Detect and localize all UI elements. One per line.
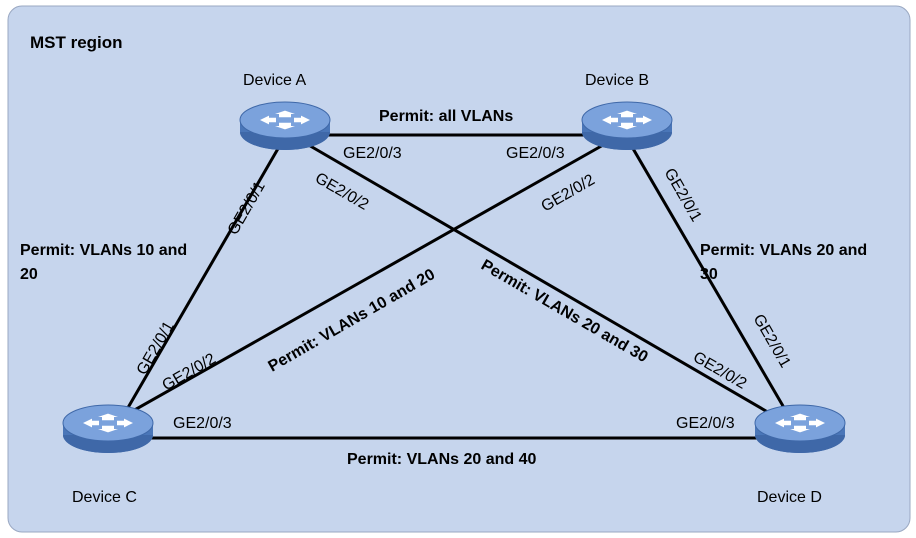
device-a-label: Device A (243, 72, 306, 89)
switch-icon (581, 101, 673, 150)
link-c-d-port-c: GE2/0/3 (173, 415, 232, 432)
link-a-c-permit-line1: Permit: VLANs 10 and (20, 242, 187, 259)
link-b-d-permit-line2: 30 (700, 266, 718, 283)
link-c-d-port-d: GE2/0/3 (676, 415, 735, 432)
device-d-label: Device D (757, 489, 822, 506)
device-b[interactable] (581, 101, 673, 150)
mst-region-area (7, 5, 911, 533)
device-a[interactable] (239, 101, 331, 150)
switch-icon (239, 101, 331, 150)
link-a-d (299, 138, 791, 427)
switch-icon (754, 404, 846, 453)
link-a-b-port-b: GE2/0/3 (506, 145, 565, 162)
device-d[interactable] (754, 404, 846, 453)
device-c-label: Device C (72, 489, 137, 506)
region-title: MST region (30, 33, 123, 52)
link-b-d (626, 139, 792, 419)
link-a-c (120, 139, 285, 419)
switch-icon (62, 404, 154, 453)
device-b-label: Device B (585, 72, 649, 89)
link-b-c (107, 138, 613, 427)
device-c[interactable] (62, 404, 154, 453)
link-a-b-permit: Permit: all VLANs (379, 108, 513, 125)
link-c-d-permit: Permit: VLANs 20 and 40 (347, 451, 537, 468)
link-a-b-port-a: GE2/0/3 (343, 145, 402, 162)
link-a-c-permit-line2: 20 (20, 266, 38, 283)
links (107, 133, 792, 440)
link-b-d-permit-line1: Permit: VLANs 20 and (700, 242, 867, 259)
